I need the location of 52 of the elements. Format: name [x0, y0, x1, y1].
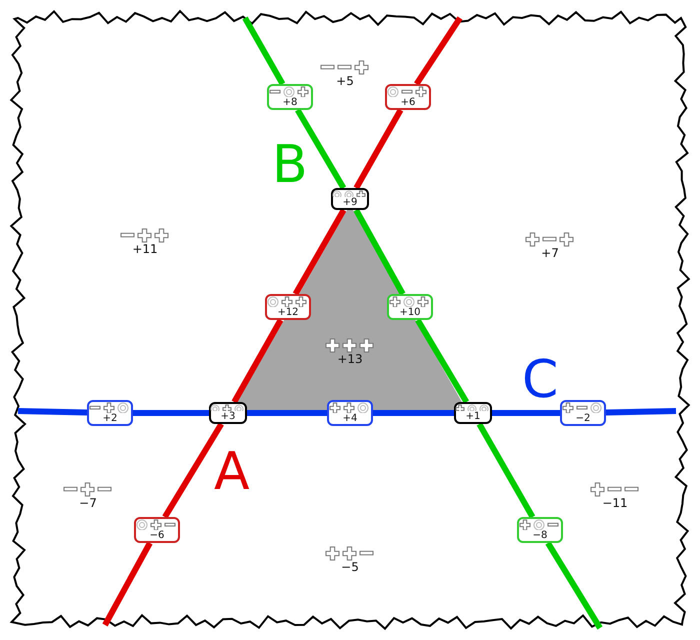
sign-label-box — [387, 294, 433, 320]
region-number: +11 — [132, 243, 158, 256]
sign-label-box — [209, 402, 247, 424]
line-segment — [162, 422, 224, 519]
value-number: −6 — [150, 530, 164, 541]
sign-label-box — [265, 294, 311, 320]
region-number: +13 — [337, 353, 363, 366]
value-number: +2 — [102, 413, 118, 424]
sign-label-box — [331, 188, 369, 210]
line-segment — [232, 318, 284, 404]
sign-label-box — [134, 517, 180, 543]
line-segment — [373, 410, 454, 416]
value-number: −2 — [576, 413, 590, 424]
value-number: +3 — [220, 411, 236, 422]
value-number: −8 — [532, 530, 548, 541]
line-segment — [18, 408, 88, 416]
line-segment — [102, 542, 153, 626]
line-segment — [354, 108, 404, 190]
line-letter: A — [214, 446, 250, 498]
line-letter: C — [522, 354, 558, 406]
line-letter: B — [272, 139, 308, 191]
sign-label-box — [87, 400, 133, 426]
line-segment — [545, 541, 603, 630]
sign-label-box — [517, 517, 563, 543]
value-number: +1 — [466, 411, 480, 422]
region-number: −5 — [341, 561, 359, 574]
region-number: −7 — [79, 497, 97, 510]
line-segment — [292, 208, 346, 296]
region-number: +7 — [541, 247, 559, 260]
sign-label-box — [267, 84, 313, 110]
value-number: +9 — [342, 197, 358, 208]
region-number: +5 — [336, 75, 354, 88]
line-segment — [247, 410, 327, 416]
value-number: +8 — [282, 97, 298, 108]
line-segment — [242, 16, 286, 86]
line-segment — [476, 422, 536, 518]
value-number: +6 — [400, 97, 416, 108]
line-segment — [295, 108, 346, 190]
value-number: +4 — [342, 413, 358, 424]
line-segment — [354, 208, 406, 296]
sign-label-box — [560, 400, 606, 426]
line-segment — [492, 410, 560, 416]
region-number: −11 — [602, 497, 628, 510]
sign-label-box — [385, 84, 431, 110]
value-number: +10 — [399, 307, 421, 318]
sign-label-box — [454, 402, 492, 424]
line-segment — [133, 410, 209, 416]
line-segment — [606, 408, 676, 416]
line-segment — [415, 318, 470, 404]
sign-label-box — [327, 400, 373, 426]
value-number: +12 — [277, 307, 299, 318]
line-segment — [414, 16, 462, 86]
